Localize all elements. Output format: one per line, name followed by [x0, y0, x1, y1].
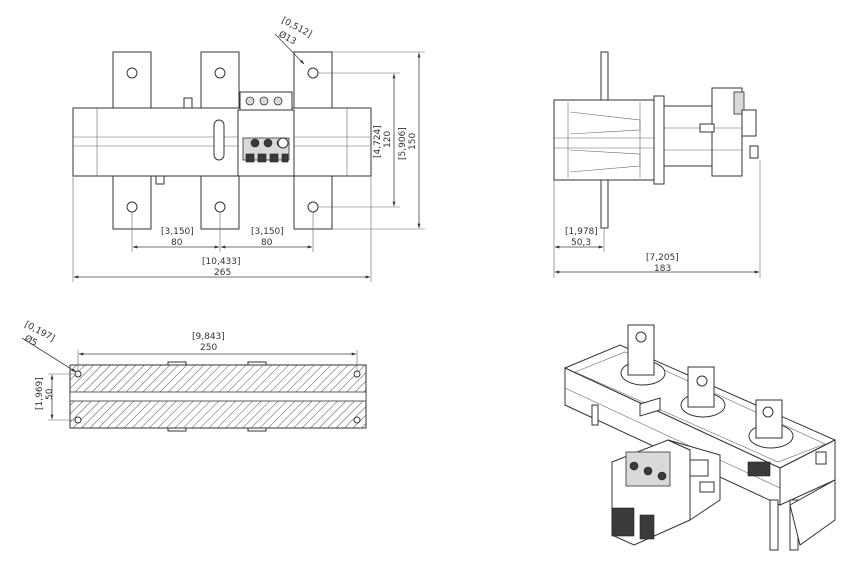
base-slots: [167, 361, 267, 432]
overload-relay-front: [237, 91, 295, 177]
height-mm-2-label: 150: [408, 133, 418, 150]
offset-mm-label: 50,3: [571, 238, 591, 248]
pitch-mm-left-label: 80: [171, 238, 183, 248]
plate-length-mm-label: 250: [200, 343, 217, 353]
width-mm-total-label: 265: [214, 268, 231, 278]
height-in-1-label: [4,724]: [373, 125, 383, 158]
plate-height-mm-label: 50: [45, 388, 55, 400]
depth-in-label: [7,205]: [646, 253, 679, 263]
front-view: [0,512] Ø13 [4,724] 120 [5,906] 150 [3,1…: [72, 16, 425, 282]
depth-mm-label: 183: [654, 264, 671, 274]
offset-in-label: [1,978]: [565, 227, 598, 237]
height-in-2-label: [5,906]: [398, 127, 408, 160]
height-mm-1-label: 120: [383, 131, 393, 148]
width-in-inner-label: [10,433]: [202, 257, 241, 267]
top-terminals: [112, 51, 333, 111]
pitch-mm-right-label: 80: [261, 238, 273, 248]
plate-height-in-label: [1,969]: [35, 377, 45, 410]
plate-length-in-label: [9,843]: [192, 332, 225, 342]
pitch-in-left-label: [3,150]: [161, 227, 194, 237]
bottom-terminals: [112, 174, 333, 230]
isometric-view: [563, 324, 837, 551]
relay-side-profile: [663, 87, 759, 177]
plate-hole-dia-mm-label: Ø5: [23, 333, 39, 349]
side-view: [1,978] 50,3 [7,205] 183: [553, 51, 761, 278]
base-plate-view: [0,197] Ø5 [9,843] 250 [1,969] 50: [21, 320, 367, 432]
iso-relay: [611, 439, 721, 546]
pitch-in-right-label: [3,150]: [251, 227, 284, 237]
side-housing: [553, 99, 655, 181]
iso-terminals: [620, 324, 794, 449]
